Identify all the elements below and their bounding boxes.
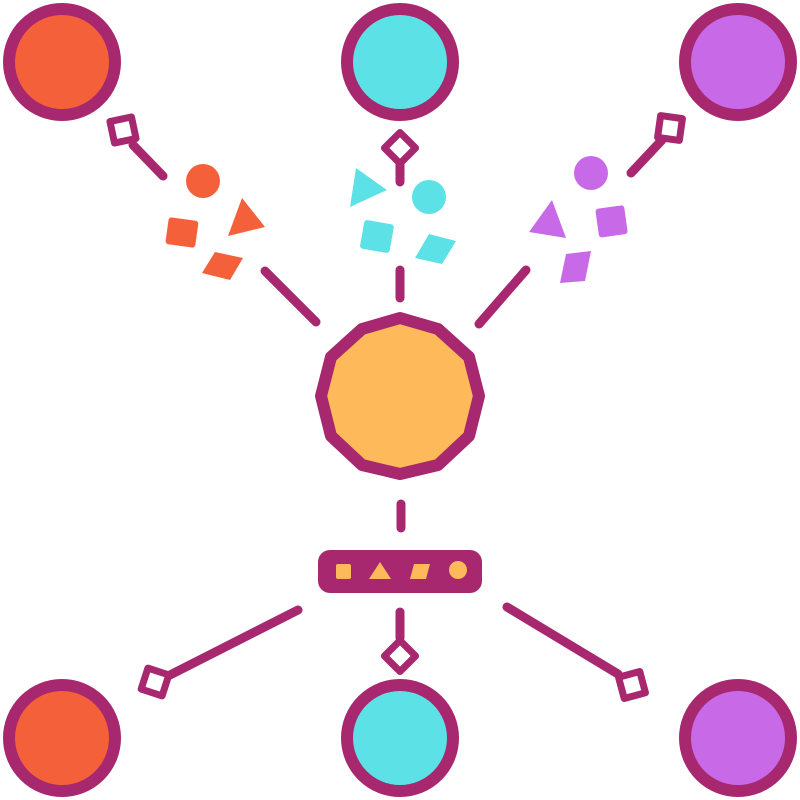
diamond-icon	[137, 664, 173, 700]
connector-top-left-lower	[260, 266, 321, 327]
triangle-icon	[350, 168, 387, 207]
node-bottom-orange[interactable]	[3, 679, 121, 797]
diamond-icon	[202, 252, 243, 280]
node-bottom-purple[interactable]	[679, 679, 797, 797]
toolbar-bar[interactable]	[318, 550, 482, 593]
connector-top-left-upper	[128, 140, 168, 181]
circle-icon	[574, 156, 608, 190]
triangle-icon	[529, 200, 566, 238]
circle-icon	[412, 180, 446, 214]
node-top-purple[interactable]	[679, 3, 797, 121]
node-top-orange[interactable]	[3, 3, 121, 121]
diamond-icon	[415, 234, 456, 264]
diamond-icon	[380, 636, 420, 676]
node-top-cyan[interactable]	[341, 3, 459, 121]
connector-top-right-upper	[626, 135, 667, 178]
diamond-icon	[615, 668, 649, 702]
shape-cluster-orange	[165, 164, 265, 280]
triangle-icon	[369, 562, 391, 579]
shape-cluster-cyan	[350, 168, 456, 264]
diamond-icon	[654, 112, 686, 144]
diamond-icon	[106, 113, 140, 147]
connector-markers	[106, 112, 686, 702]
connector-bottom-left	[165, 605, 303, 680]
diamond-icon	[380, 128, 420, 168]
hub-dodecagon[interactable]	[315, 312, 485, 480]
bottom-nodes	[3, 679, 797, 797]
connector-top-right-lower	[474, 265, 531, 329]
top-nodes	[3, 3, 797, 121]
square-icon	[595, 205, 628, 238]
parallelogram-icon	[410, 564, 430, 579]
circle-icon	[186, 164, 220, 198]
square-icon	[165, 217, 199, 248]
circle-icon	[449, 561, 467, 579]
node-bottom-cyan[interactable]	[341, 679, 459, 797]
shape-cluster-purple	[529, 156, 628, 283]
square-icon	[336, 564, 351, 579]
shape-toolbar	[318, 550, 482, 593]
connector-bottom-right	[502, 602, 623, 679]
hub	[315, 312, 485, 480]
triangle-icon	[228, 198, 265, 236]
square-icon	[360, 220, 394, 253]
diamond-icon	[560, 251, 591, 283]
